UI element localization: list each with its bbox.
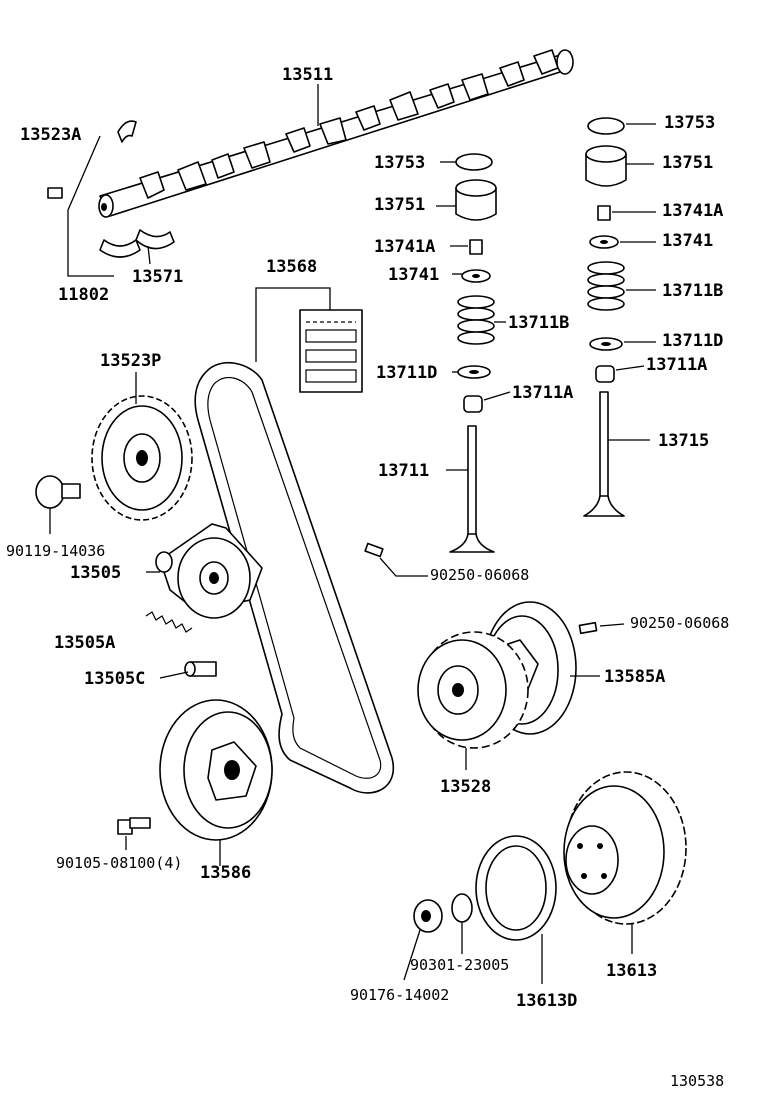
keeper-exhaust [597, 205, 611, 221]
valve-intake [449, 425, 495, 553]
label-seal-intake: 13711A [512, 383, 573, 403]
label-lifter-intake: 13751 [374, 195, 425, 215]
label-camshaft: 13511 [282, 65, 333, 85]
seat-exhaust [589, 337, 623, 351]
seal-exhaust [595, 365, 615, 383]
spring-intake [457, 295, 495, 345]
label-retainer-intake: 13741 [388, 265, 439, 285]
label-keeper-exhaust: 13741A [662, 201, 723, 221]
label-crank-pulley-bolt: 90105-08100(4) [56, 854, 182, 872]
retainer-intake [461, 269, 491, 283]
adjusting-shim-intake [455, 153, 493, 171]
label-cam-bearing-b: 13571 [132, 267, 183, 287]
label-crank-pulley: 13586 [200, 863, 251, 883]
label-timing-belt: 13568 [266, 257, 317, 277]
label-spring-exhaust: 13711B [662, 281, 723, 301]
damper-washer [451, 893, 473, 923]
label-bearing-set: 11802 [58, 285, 109, 305]
lifter-exhaust [585, 145, 627, 187]
belt-label-tag [299, 309, 363, 393]
valve-pin-a [364, 542, 384, 558]
crank-pulley-bolt [117, 817, 151, 835]
label-spring-intake: 13711B [508, 313, 569, 333]
label-shim-exhaust: 13753 [664, 113, 715, 133]
label-cam-bearing-a: 13523A [20, 125, 81, 145]
label-seat-exhaust: 13711D [662, 331, 723, 351]
cam-bearing-upper [117, 120, 137, 143]
lifter-intake [455, 179, 497, 221]
timing-belt [194, 362, 395, 794]
adjusting-shim-exhaust [587, 117, 625, 135]
label-damper: 13613 [606, 961, 657, 981]
keeper-intake [469, 239, 483, 255]
tensioner-stud [184, 661, 217, 677]
pulley-bolt [35, 475, 81, 509]
label-seat-intake: 13711D [376, 363, 437, 383]
label-tensioner-stud: 13505C [84, 669, 145, 689]
camshaft [98, 49, 574, 218]
seat-intake [457, 365, 491, 379]
label-damper-bolt: 90176-14002 [350, 986, 449, 1004]
camshaft-lobes [139, 49, 559, 199]
label-pulley-bolt: 90119-14036 [6, 542, 105, 560]
damper-oil-seal [475, 835, 557, 941]
label-crank-timing-pulley: 13528 [440, 777, 491, 797]
label-valve-intake: 13711 [378, 461, 429, 481]
label-keeper-intake: 13741A [374, 237, 435, 257]
valve-pin-b [578, 621, 598, 635]
label-lifter-exhaust: 13751 [662, 153, 713, 173]
label-pin-b: 90250-06068 [630, 614, 729, 632]
tensioner-pulley [155, 523, 263, 619]
label-cam-pulley: 13523P [100, 351, 161, 371]
figure-code: 130538 [670, 1072, 724, 1090]
label-pin-a: 90250-06068 [430, 566, 529, 584]
cam-timing-pulley [91, 395, 193, 521]
bearing-key [47, 187, 63, 199]
tensioner-spring [145, 611, 193, 633]
label-tensioner: 13505 [70, 563, 121, 583]
crank-timing-pulley [417, 631, 529, 749]
cam-bearing-lower [99, 229, 175, 258]
crank-pulley [159, 699, 273, 841]
retainer-exhaust [589, 235, 619, 249]
label-retainer-exhaust: 13741 [662, 231, 713, 251]
label-damper-seal: 13613D [516, 991, 577, 1011]
damper-bolt [413, 899, 443, 933]
crankshaft-damper [563, 771, 687, 925]
label-valve-exhaust: 13715 [658, 431, 709, 451]
label-tensioner-spring: 13505A [54, 633, 115, 653]
label-shim-intake: 13753 [374, 153, 425, 173]
spring-exhaust [587, 261, 625, 311]
valve-exhaust [583, 391, 625, 517]
seal-intake [463, 395, 483, 413]
label-seal-exhaust: 13711A [646, 355, 707, 375]
label-timing-guide: 13585A [604, 667, 665, 687]
label-washer: 90301-23005 [410, 956, 509, 974]
